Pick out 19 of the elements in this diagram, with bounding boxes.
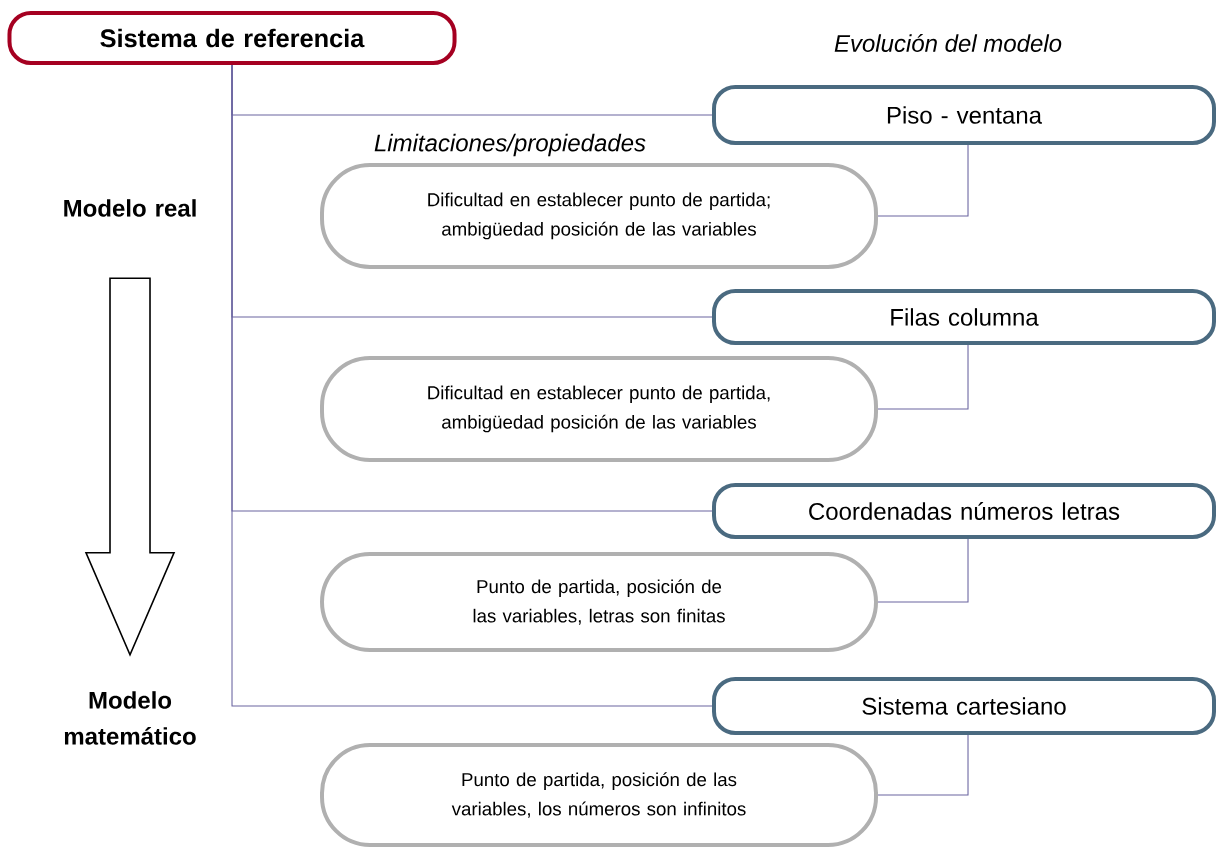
- limitation-box: Dificultad en establecer punto de partida, ambigüedad posición de las variables: [320, 356, 878, 462]
- model-box: Coordenadas números letras: [712, 483, 1216, 539]
- model-box: Piso - ventana: [712, 85, 1216, 145]
- connector-line: [877, 734, 969, 796]
- panel-heading: Evolución del modelo: [834, 34, 1062, 52]
- connector-line: [877, 144, 969, 217]
- stage-label: Modelo matemático: [64, 691, 196, 745]
- limitation-box: Punto de partida, posición de las variables, los números son infinitos: [320, 743, 878, 847]
- limitation-box: Dificultad en establecer punto de partida; ambigüedad posición de las variables: [320, 163, 878, 269]
- connector-line: [231, 64, 713, 707]
- column-heading: Limitaciones/propiedades: [374, 133, 646, 157]
- stage-label: Modelo real: [64, 199, 196, 217]
- block-arrow: [84, 277, 176, 657]
- model-box: Sistema cartesiano: [712, 677, 1216, 735]
- connector-line: [877, 538, 969, 603]
- root-box: Sistema de referencia: [7, 11, 457, 65]
- limitation-box: Punto de partida, posición de las variables, letras son finitas: [320, 552, 878, 652]
- model-box: Filas columna: [712, 289, 1216, 345]
- connector-line: [877, 344, 969, 410]
